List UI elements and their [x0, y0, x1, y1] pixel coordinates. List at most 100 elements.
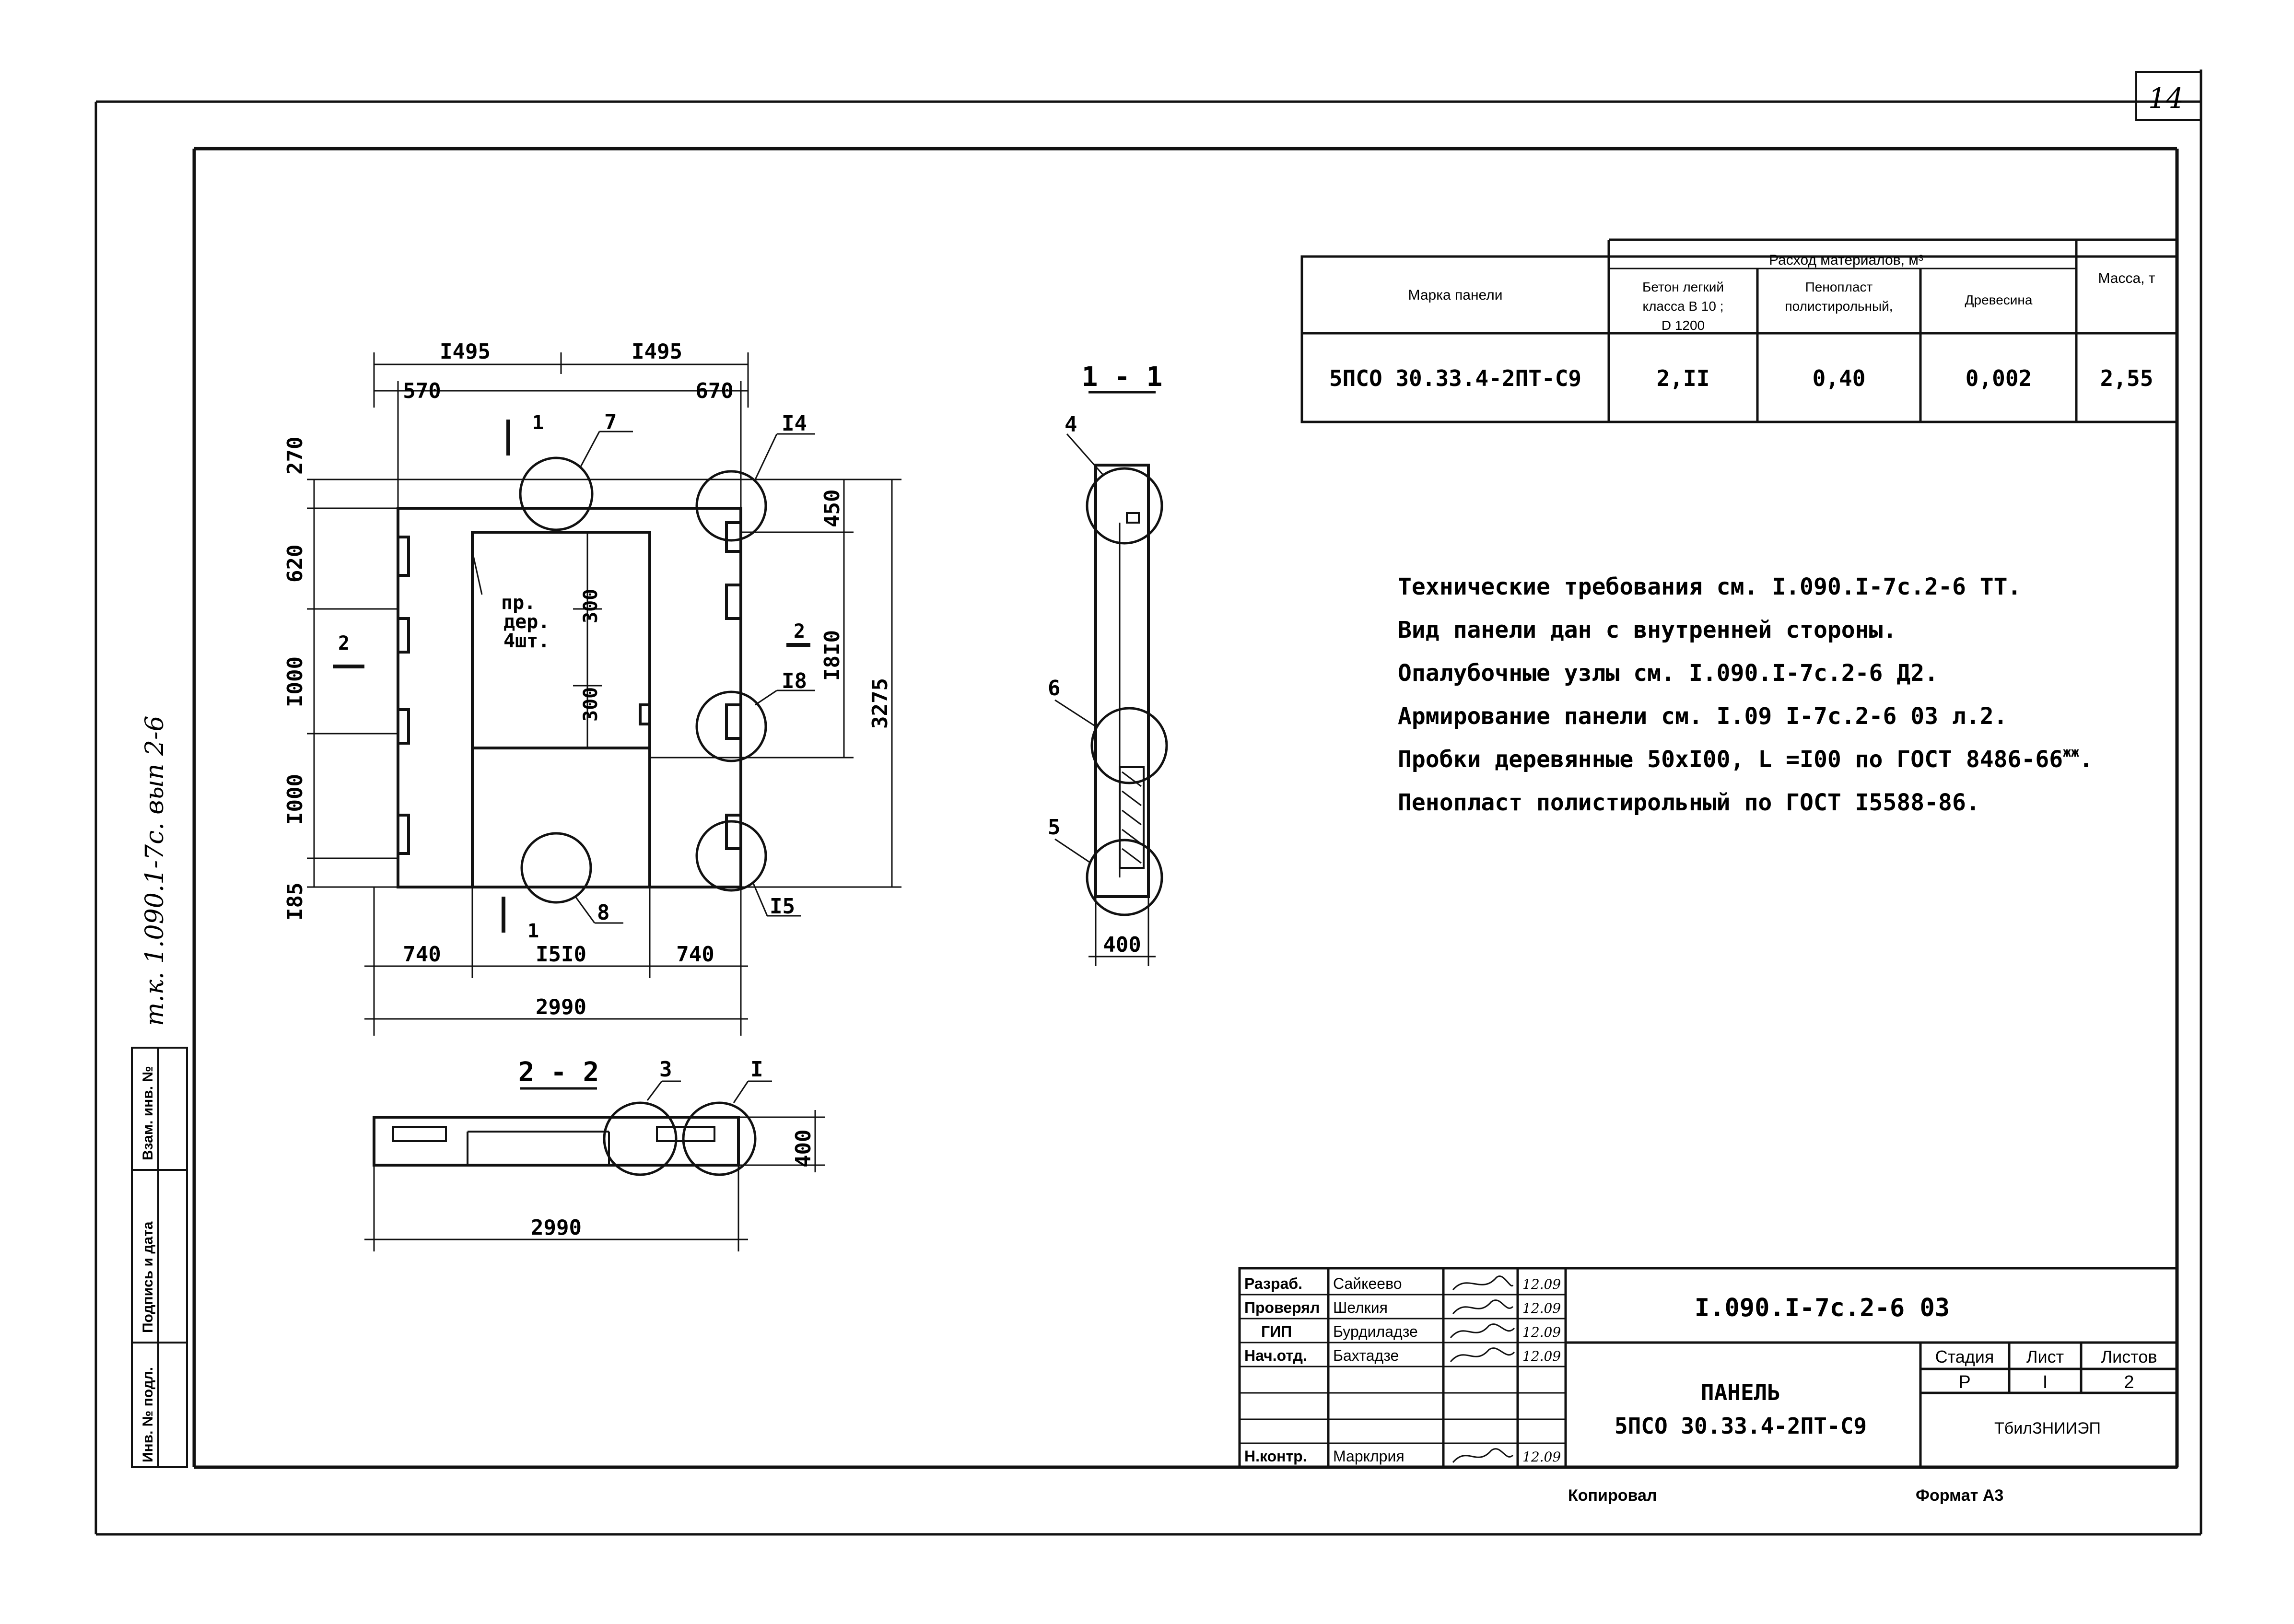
table-header-concrete-1: Бетон легкий: [1642, 280, 1724, 294]
tb-name-3: Бурдиладзе: [1333, 1323, 1418, 1340]
cut-mark-label-2a: 2: [338, 632, 350, 654]
plan-inner-dim-1: 300: [580, 589, 602, 623]
side-label-2: Подпись и дата: [140, 1221, 156, 1333]
side-label-1: Инв. № подл.: [140, 1367, 156, 1462]
table-header-group: Расход материалов, м³: [1769, 252, 1923, 268]
callout-14: I4: [782, 411, 807, 436]
note-3: Опалубочные узлы см. I.090.I-7с.2-6 Д2.: [1398, 660, 1938, 687]
table-header-wood: Древесина: [1965, 292, 2033, 307]
tb-name-7: Марклрия: [1333, 1448, 1404, 1465]
tb-name-4: Бахтадзе: [1333, 1347, 1399, 1364]
plan-dim-top-2: I495: [632, 339, 682, 364]
tb-date-2: 12.09: [1522, 1300, 1561, 1316]
plan-dim-top2-2: 670: [695, 379, 733, 403]
plan-dim-top-1: I495: [440, 339, 491, 364]
table-header-concrete-2: класса В 10 ;: [1643, 299, 1724, 314]
page-number: 14: [2148, 82, 2184, 115]
section-1-1-callout-6: 6: [1048, 676, 1061, 701]
tb-role-7: Н.контр.: [1244, 1448, 1307, 1465]
page-number-box: 14: [2135, 71, 2202, 121]
tb-date-4: 12.09: [1522, 1348, 1561, 1364]
plan-dim-bottom-3: 740: [676, 942, 714, 967]
tb-organization: ТбилЗНИИЭП: [1994, 1419, 2101, 1437]
plan-dim-left-3: I000: [283, 656, 307, 707]
callout-18: I8: [782, 669, 807, 693]
side-note: т.к. 1.090.1-7с. вып 2-6: [140, 715, 169, 1026]
technical-notes: Технические требования см. I.090.I-7с.2-…: [1398, 573, 2093, 816]
table-header-foam-1: Пенопласт: [1805, 280, 1873, 294]
tb-role-3: ГИП: [1261, 1323, 1292, 1340]
plan-dim-left-1: 270: [283, 437, 307, 475]
section-2-2-label: 2 - 2: [518, 1057, 599, 1088]
tb-stage-header: Стадия: [1935, 1347, 1994, 1367]
note-2: Вид панели дан с внутренней стороны.: [1398, 617, 1896, 643]
note-4: Армирование панели см. I.09 I-7с.2-6 03 …: [1398, 703, 2008, 730]
section-2-2-dim-total: 2990: [531, 1215, 582, 1240]
plan-dim-bottom-1: 740: [403, 942, 441, 967]
callout-15: I5: [770, 894, 795, 919]
panel-plan-view: I495 I495 570 670 270 620 I000 I000 I85 …: [283, 339, 901, 1036]
title-block: Разраб. Проверял ГИП Нач.отд. Н.контр. С…: [1238, 1267, 2178, 1469]
table-cell-foam: 0,40: [1813, 365, 1866, 391]
tb-date-3: 12.09: [1522, 1324, 1561, 1340]
tb-date-1: 12.09: [1522, 1276, 1561, 1292]
plan-dim-left-2: 620: [283, 545, 307, 583]
table-header-mark: Марка панели: [1408, 287, 1503, 303]
tb-sheet-value: I: [2043, 1372, 2048, 1392]
tb-role-4: Нач.отд.: [1244, 1347, 1307, 1364]
note-1: Технические требования см. I.090.I-7с.2-…: [1398, 573, 2021, 600]
tb-sheet-header: Лист: [2026, 1347, 2064, 1367]
plan-inner-dim-2: 300: [580, 687, 602, 722]
tb-name-2: Шелкия: [1333, 1299, 1388, 1316]
tb-sheets-value: 2: [2124, 1372, 2134, 1392]
tb-role-2: Проверял: [1244, 1299, 1320, 1316]
section-2-2-dim-height: 400: [791, 1130, 816, 1168]
tb-title-2: 5ПСО 30.33.4-2ПТ-С9: [1615, 1413, 1867, 1439]
materials-table: Марка панели Расход материалов, м³ Масса…: [1300, 238, 2178, 423]
side-stamp-strip: [131, 1047, 188, 1468]
section-1-1-callout-5: 5: [1048, 815, 1061, 840]
plan-dim-bottom-2: I5I0: [536, 942, 586, 967]
cut-mark-label-1a: 1: [532, 412, 544, 434]
plan-dim-top2-1: 570: [403, 379, 441, 403]
note-5-sup: жж: [2063, 744, 2079, 760]
section-1-1-label: 1 - 1: [1082, 362, 1163, 393]
plan-dim-right-3: 3275: [868, 678, 892, 729]
plan-dim-right-1: 450: [820, 490, 844, 527]
section-1-1-callout-4: 4: [1065, 412, 1077, 437]
tb-title-1: ПАНЕЛЬ: [1701, 1379, 1780, 1405]
table-cell-mark: 5ПСО 30.33.4-2ПТ-С9: [1329, 365, 1581, 391]
copied-by-label: Копировал: [1568, 1486, 1657, 1505]
tb-doc-code: I.090.I-7с.2-6 03: [1695, 1294, 1950, 1322]
tb-role-1: Разраб.: [1244, 1275, 1302, 1292]
table-header-foam-2: полистирольный,: [1785, 299, 1893, 314]
tb-signatures: [1450, 1275, 1515, 1463]
plan-inner-label-1: пр.: [501, 592, 536, 614]
cut-mark-label-1b: 1: [527, 920, 539, 942]
note-5: Пробки деревянные 50хI00, L =I00 по ГОСТ…: [1398, 744, 2093, 773]
tb-name-1: Сайкеево: [1333, 1275, 1402, 1292]
sheet-frame: [94, 70, 2202, 1536]
table-header-concrete-3: D 1200: [1662, 318, 1705, 333]
plan-dim-total: 2990: [536, 995, 586, 1019]
callout-8: 8: [597, 900, 610, 925]
tb-stage-value: Р: [1958, 1372, 1970, 1392]
section-1-1: 1 - 1 4 6 5 4: [1048, 362, 1168, 966]
plan-inner-label-2: дер.: [503, 611, 550, 633]
tb-date-7: 12.09: [1522, 1449, 1561, 1465]
table-cell-wood: 0,002: [1966, 365, 2032, 391]
callout-7: 7: [604, 410, 617, 434]
note-6: Пенопласт полистирольный по ГОСТ I5588-8…: [1398, 789, 1980, 816]
format-label: Формат А3: [1916, 1486, 2003, 1505]
table-cell-concrete: 2,II: [1657, 365, 1710, 391]
tb-sheets-header: Листов: [2101, 1347, 2157, 1367]
side-label-3: Взам. инв. №: [140, 1066, 156, 1160]
table-header-mass: Масса, т: [2098, 270, 2155, 286]
section-2-2-callout-3: 3: [659, 1057, 672, 1082]
plan-dim-left-4: I000: [283, 774, 307, 825]
section-1-1-dim: 400: [1103, 933, 1141, 957]
section-2-2: 2 - 2 3 I 2990 400: [364, 1057, 825, 1251]
plan-dim-left-5: I85: [283, 883, 307, 921]
plan-dim-right-2: I8I0: [820, 630, 844, 681]
